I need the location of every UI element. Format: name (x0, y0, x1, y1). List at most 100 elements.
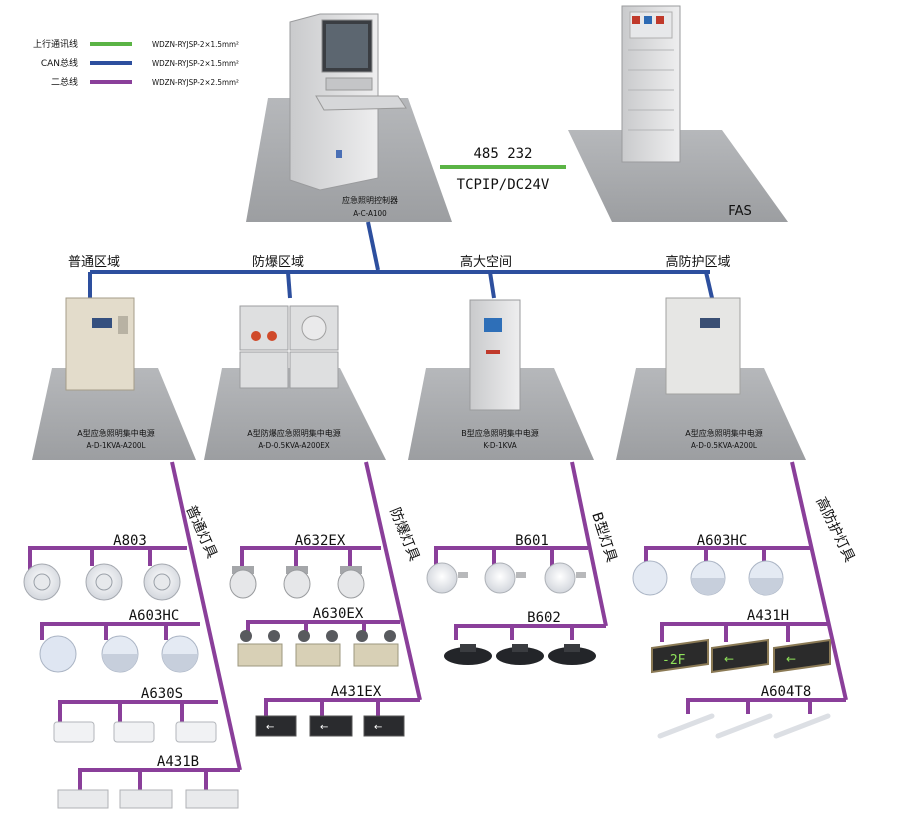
platform-4 (616, 368, 806, 460)
lamp-icon (113, 721, 155, 743)
lamp-label-a630ex: A630EX (313, 606, 364, 622)
high-bay-icon (444, 647, 492, 665)
can-bus-drop-controller (366, 221, 380, 271)
platform-2 (204, 368, 386, 460)
exit-sign-icon (773, 638, 831, 674)
lamp-label-a431b: A431B (157, 754, 199, 770)
exit-arrow-icon: ← (266, 722, 274, 733)
power-supply-1: A型应急照明集中电源 A-D-1KVA-A200L (32, 297, 196, 460)
lamp-icon (544, 562, 576, 594)
exit-sign-icon (363, 715, 405, 737)
uplink-protocols: 485 232 (473, 146, 532, 162)
can-bus-drop-4 (704, 271, 714, 299)
tube-lamp-icon (715, 713, 773, 739)
lamp-a431h-icons: -2F ← ← (651, 638, 831, 674)
high-bay-icon (496, 647, 544, 665)
zone-label-1: 普通区域 (68, 255, 120, 270)
lamp-icon (337, 569, 365, 599)
power-supply-2-model: A-D-0.5KVA-A200EX (258, 441, 329, 450)
lamp-icon (426, 562, 458, 594)
controller-name: 应急照明控制器 (342, 195, 398, 205)
zone-label-2: 防爆区域 (252, 254, 304, 270)
lamp-a603hc-2-icons (632, 560, 784, 596)
cabinet-4 (665, 297, 741, 395)
lamp-label-a431ex: A431EX (331, 684, 382, 700)
lamp-icon (39, 635, 77, 673)
cabinet-1 (65, 297, 135, 391)
lamp-a630ex-icons (237, 630, 399, 667)
cabinet-3 (469, 299, 521, 411)
exit-arrow-icon: ← (320, 722, 328, 733)
lamp-b601-icons (426, 562, 586, 594)
lamp-label-a604t8: A604T8 (761, 684, 812, 700)
can-bus-drop-2 (286, 271, 292, 299)
legend-label-uplink: 上行通讯线 (33, 38, 78, 50)
legend-spec-uplink: WDZN-RYJSP-2×1.5mm² (152, 40, 239, 49)
zone-label-4: 高防护区域 (665, 254, 730, 270)
lamp-label-a603hc-2: A603HC (697, 533, 748, 549)
fas-label: FAS (728, 204, 751, 219)
lamp-label-a803: A803 (113, 533, 147, 549)
lamp-label-a603hc: A603HC (129, 608, 180, 624)
can-bus-drop-3 (488, 271, 496, 299)
exit-sign-icon (185, 789, 239, 809)
lamp-icon (237, 643, 283, 667)
exit-arrow-icon: ← (724, 652, 734, 666)
platform-3 (408, 368, 594, 460)
lamp-label-a630s: A630S (141, 686, 183, 702)
lamp-icon (175, 721, 217, 743)
exit-sign-icon (309, 715, 353, 737)
uplink-media: TCPIP/DC24V (457, 177, 550, 193)
power-supply-3-model: K-D-1KVA (483, 441, 516, 450)
tube-lamp-icon (657, 713, 715, 739)
fas-node: FAS (568, 5, 788, 222)
uplink: 485 232 TCPIP/DC24V (440, 146, 566, 193)
exit-arrow-icon: ← (374, 722, 382, 733)
branch-2-title: 防爆灯具 (386, 506, 422, 564)
platform-1 (32, 368, 196, 460)
floor-sign-text: -2F (662, 653, 686, 668)
branch-1-trunk (170, 461, 242, 771)
lamp-label-a632ex: A632EX (295, 533, 346, 549)
exit-sign-icon (651, 638, 709, 674)
controller-node: 应急照明控制器 A-C-A100 (246, 13, 452, 222)
power-supply-2-name: A型防爆应急照明集中电源 (247, 428, 340, 438)
lamp-a431b-icons (57, 789, 239, 809)
lamp-label-b602: B602 (527, 610, 561, 626)
branch-4-title: 高防护灯具 (812, 494, 858, 564)
lamp-a603hc-icons (39, 635, 199, 673)
power-supply-1-name: A型应急照明集中电源 (77, 428, 154, 438)
exit-arrow-icon: ← (786, 652, 796, 666)
exit-sign-icon (119, 789, 173, 809)
legend: 上行通讯线 WDZN-RYJSP-2×1.5mm² CAN总线 WDZN-RYJ… (33, 38, 239, 88)
power-supply-4-name: A型应急照明集中电源 (685, 428, 762, 438)
can-bus (88, 221, 714, 299)
exit-sign-icon (57, 789, 109, 809)
exit-sign-icon (255, 715, 297, 737)
lamp-label-b601: B601 (515, 533, 549, 549)
lamp-a604t8-icons (657, 713, 831, 739)
lamp-a632ex-icons (229, 566, 365, 599)
lamp-a431ex-icons: ← ← ← (255, 715, 405, 737)
lamp-icon (53, 721, 95, 743)
branch-4-trunk (790, 461, 848, 701)
branch-3-trunk (570, 461, 608, 627)
lamp-icon (632, 560, 668, 596)
legend-spec-two-bus: WDZN-RYJSP-2×2.5mm² (152, 78, 239, 87)
lamp-icon (229, 569, 257, 599)
lamp-icon (283, 569, 311, 599)
power-supply-1-model: A-D-1KVA-A200L (86, 441, 145, 450)
lamp-a630s-icons (53, 721, 217, 743)
lamp-a803-icons (23, 563, 181, 601)
lamp-icon (295, 643, 341, 667)
controller-model: A-C-A100 (353, 209, 387, 218)
exit-sign-icon (711, 638, 769, 674)
controller-keyboard-shelf (315, 95, 407, 111)
power-supply-2: A型防爆应急照明集中电源 A-D-0.5KVA-A200EX (204, 305, 386, 460)
lamp-label-a431h: A431H (747, 608, 789, 624)
lamp-b602-icons (444, 644, 596, 665)
zone-label-3: 高大空间 (460, 254, 512, 270)
legend-label-two-bus: 二总线 (51, 76, 78, 88)
legend-spec-can: WDZN-RYJSP-2×1.5mm² (152, 59, 239, 68)
